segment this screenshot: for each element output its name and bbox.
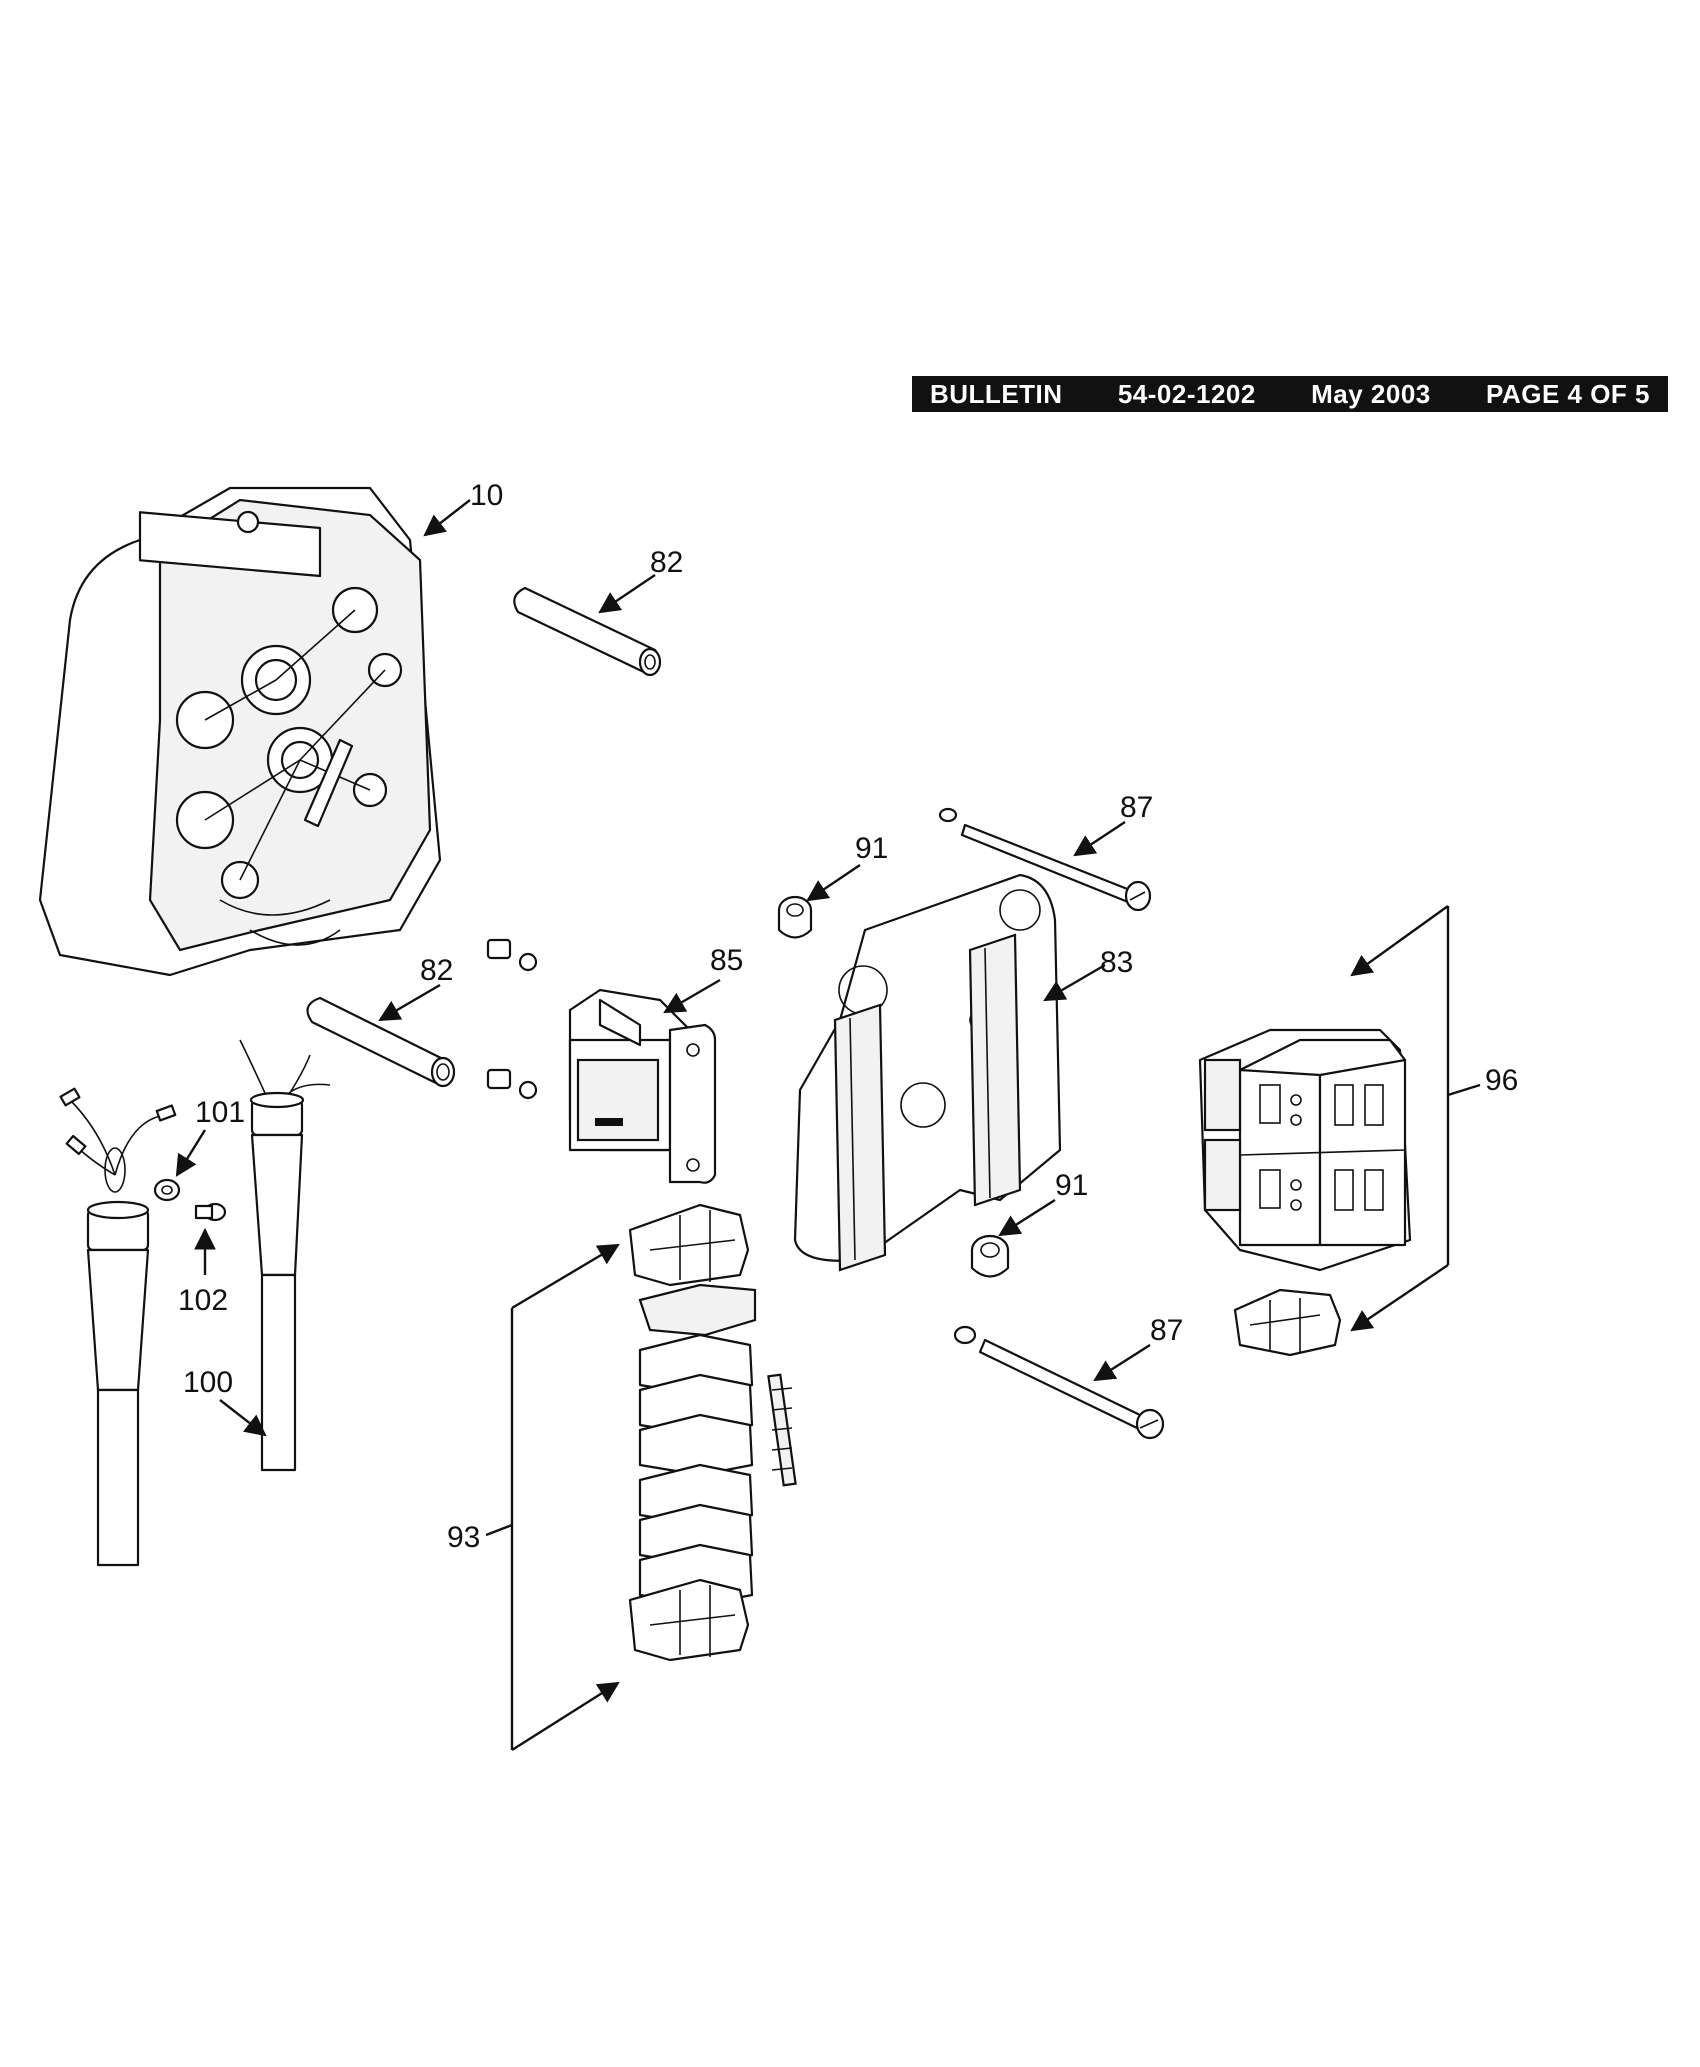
callout-enclosure: 10 [470, 479, 503, 512]
breaker-assembly-part [1198, 1028, 1412, 1272]
callout-rod-upper: 87 [1120, 791, 1153, 824]
callout-tube-upper: 82 [650, 546, 683, 579]
clip-lower-part [970, 1234, 1010, 1278]
leader-clip-lower [998, 1198, 1056, 1237]
mounting-screws [486, 938, 538, 1100]
leader-bracket-plate [1043, 963, 1106, 1002]
callout-terminal-stack: 93 [447, 1521, 480, 1554]
terminal-stack-part [628, 1203, 797, 1662]
enclosure-part [38, 486, 442, 977]
callout-transformer: 85 [710, 944, 743, 977]
tube-lower-part [306, 996, 456, 1088]
leader-breaker-upper [1350, 905, 1449, 977]
leader-transformer [663, 978, 721, 1014]
leader-rod-upper [1073, 820, 1126, 857]
transformer-part [568, 988, 717, 1184]
callout-clip-upper: 91 [855, 832, 888, 865]
callout-screw: 102 [178, 1284, 228, 1317]
callout-bracket-plate: 83 [1100, 946, 1133, 979]
leader-breaker-lower [1350, 1264, 1449, 1332]
bulletin-header-bar: BULLETIN 54-02-1202 May 2003 PAGE 4 OF 5 [912, 376, 1668, 412]
bulletin-label: BULLETIN [930, 378, 1063, 409]
leader-tube-lower [378, 983, 441, 1022]
cable-gland-right [239, 1039, 331, 1472]
callout-cable-gland: 100 [183, 1366, 233, 1399]
bulletin-number: 54-02-1202 [1117, 378, 1256, 409]
leader-breaker-label [1447, 1083, 1481, 1097]
rod-upper-part [938, 807, 1152, 912]
rod-lower-part [953, 1325, 1165, 1440]
washer-part [153, 1178, 181, 1202]
cable-gland-left [59, 1087, 177, 1567]
leader-terminal-label [485, 1523, 513, 1537]
clip-upper-part [777, 895, 813, 939]
leader-cable-gland [219, 1399, 267, 1437]
page-indicator: PAGE 4 OF 5 [1486, 378, 1650, 409]
leader-terminal-lower [511, 1681, 620, 1752]
leader-terminal-upper [511, 1243, 620, 1310]
leader-tube-upper [598, 574, 656, 614]
tube-upper-part [513, 586, 662, 677]
callout-rod-lower: 87 [1150, 1314, 1183, 1347]
leader-enclosure [423, 499, 471, 537]
bulletin-date: May 2003 [1311, 378, 1431, 409]
callout-clip-lower: 91 [1055, 1169, 1088, 1202]
leader-clip-upper [806, 864, 861, 902]
screw-part [194, 1202, 227, 1222]
breaker-end-block [1233, 1288, 1342, 1357]
leader-washer [175, 1129, 207, 1177]
callout-breaker-assembly: 96 [1485, 1064, 1518, 1097]
leader-rod-lower [1093, 1343, 1151, 1382]
bracket-plate-part [793, 873, 1062, 1272]
callout-tube-lower: 82 [420, 954, 453, 987]
callout-washer: 101 [195, 1096, 245, 1129]
